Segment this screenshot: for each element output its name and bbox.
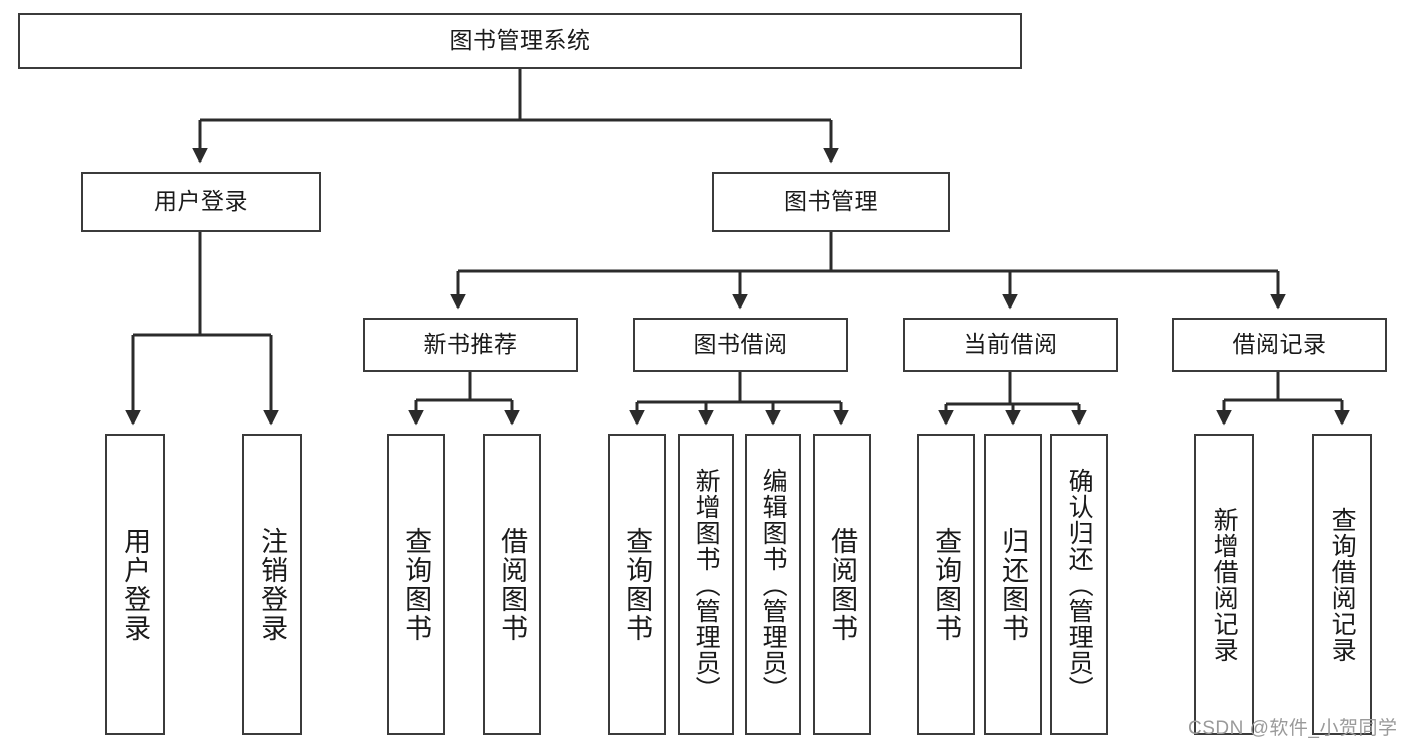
leaf-user-login[interactable]: 用户登录 — [105, 434, 165, 735]
node-label: 用户登录 — [120, 526, 151, 643]
node-label: 当前借阅 — [963, 331, 1058, 358]
node-label: 新增借阅记录 — [1210, 506, 1239, 663]
node-label: 查询借阅记录 — [1328, 506, 1357, 663]
leaf-borrow-edit-book-admin[interactable]: 编辑图书（管理员） — [745, 434, 801, 735]
node-label: 新书推荐 — [423, 331, 518, 358]
leaf-record-add-borrow-record[interactable]: 新增借阅记录 — [1194, 434, 1254, 735]
node-label: 注销登录 — [257, 526, 288, 643]
node-label: 图书管理系统 — [449, 27, 591, 54]
node-label: 图书管理 — [784, 188, 878, 215]
node-label: 编辑图书（管理员） — [759, 467, 788, 702]
leaf-current-return-books[interactable]: 归还图书 — [984, 434, 1042, 735]
leaf-record-query-borrow-record[interactable]: 查询借阅记录 — [1312, 434, 1372, 735]
leaf-current-query-books[interactable]: 查询图书 — [917, 434, 975, 735]
leaf-borrow-query-books[interactable]: 查询图书 — [608, 434, 666, 735]
node-current-borrowing[interactable]: 当前借阅 — [903, 318, 1118, 372]
node-label: 用户登录 — [154, 188, 248, 215]
node-label: 借阅图书 — [827, 526, 858, 643]
leaf-borrow-borrow-books[interactable]: 借阅图书 — [813, 434, 871, 735]
node-label: 确认归还（管理员） — [1065, 467, 1094, 702]
node-borrowing-record[interactable]: 借阅记录 — [1172, 318, 1387, 372]
csdn-watermark: CSDN @软件_小贺同学 — [1188, 718, 1398, 739]
node-label: 归还图书 — [998, 526, 1029, 643]
node-label: 新增图书（管理员） — [692, 467, 721, 702]
node-label: 查询图书 — [931, 526, 962, 643]
node-label: 图书借阅 — [693, 331, 788, 358]
node-label: 查询图书 — [622, 526, 653, 643]
node-book-management-module[interactable]: 图书管理 — [712, 172, 950, 232]
node-label: 查询图书 — [401, 526, 432, 643]
node-label: 借阅图书 — [497, 526, 528, 643]
leaf-newbook-query-books[interactable]: 查询图书 — [387, 434, 445, 735]
leaf-borrow-add-book-admin[interactable]: 新增图书（管理员） — [678, 434, 734, 735]
node-book-borrowing[interactable]: 图书借阅 — [633, 318, 848, 372]
node-new-book-recommendation[interactable]: 新书推荐 — [363, 318, 578, 372]
node-root-system[interactable]: 图书管理系统 — [18, 13, 1022, 69]
leaf-user-logout[interactable]: 注销登录 — [242, 434, 302, 735]
node-label: 借阅记录 — [1232, 331, 1327, 358]
node-user-login-module[interactable]: 用户登录 — [81, 172, 321, 232]
leaf-current-confirm-return-admin[interactable]: 确认归还（管理员） — [1050, 434, 1108, 735]
leaf-newbook-borrow-books[interactable]: 借阅图书 — [483, 434, 541, 735]
